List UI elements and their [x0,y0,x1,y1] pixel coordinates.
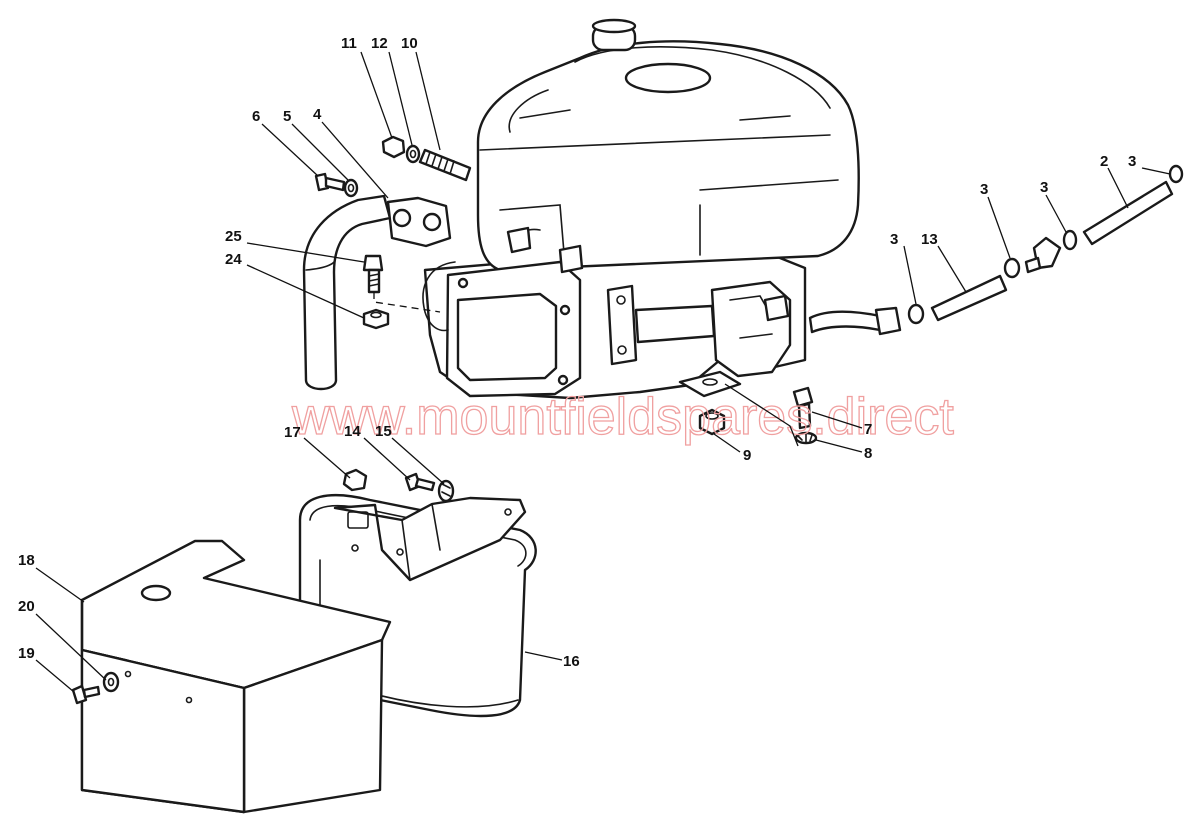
stud-bolt-10 [418,148,472,182]
bolt-25 [362,254,384,294]
bolt-line-25 [373,292,441,313]
callout-3-d: 3 [1128,153,1136,170]
bolt-6 [314,172,346,192]
engine [422,18,902,400]
exhaust-gasket [386,196,452,248]
callout-8: 8 [864,445,872,462]
nut-9 [698,408,726,436]
callout-5: 5 [283,108,291,125]
lock-washer-15 [437,479,455,503]
washer-20 [102,671,120,693]
callout-17: 17 [284,424,301,441]
callout-7: 7 [864,421,872,438]
callout-20: 20 [18,598,35,615]
callout-16: 16 [563,653,580,670]
callout-12: 12 [371,35,388,52]
exhaust-pipe [302,194,392,391]
callout-9: 9 [743,447,751,464]
lock-washer-8 [794,431,818,445]
callout-13: 13 [921,231,938,248]
bolt-19 [71,684,101,705]
callout-19: 19 [18,645,35,662]
nut-11 [381,135,406,159]
callout-3-b: 3 [980,181,988,198]
callout-11: 11 [341,35,357,52]
callout-3-c: 3 [1040,179,1048,196]
watermark-text: www.mountfieldspares.direct [291,388,954,446]
callout-labels: 11 12 10 6 5 4 25 24 3 13 3 3 2 3 7 8 9 … [18,35,1136,670]
leader-lines [35,51,1171,693]
fuel-line-hardware [907,164,1184,325]
callout-6: 6 [252,108,260,125]
washer-12 [405,144,421,164]
callout-24: 24 [225,251,242,268]
callout-18: 18 [18,552,35,569]
nut-24 [362,308,390,330]
callout-3-a: 3 [890,231,898,248]
nut-17 [342,468,368,492]
heat-shield-18 [80,539,392,814]
callout-2: 2 [1100,153,1108,170]
callout-10: 10 [401,35,418,52]
callout-14: 14 [344,423,361,440]
callout-25: 25 [225,228,242,245]
bolt-7 [792,386,814,430]
callout-4: 4 [313,106,322,123]
callout-15: 15 [375,423,392,440]
bolt-14 [404,472,436,492]
washer-5 [343,178,359,198]
